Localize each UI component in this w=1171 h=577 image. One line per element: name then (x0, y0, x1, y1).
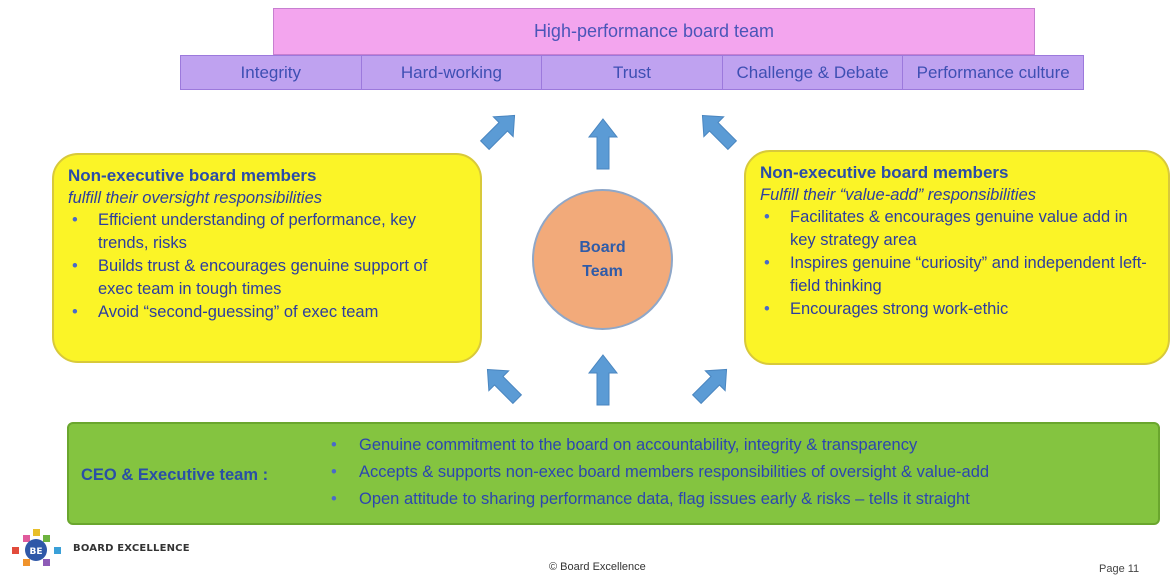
arrow-up-right-icon (479, 114, 516, 151)
arrow-up-left-icon (701, 114, 738, 151)
board-excellence-logo: BE (12, 529, 61, 566)
ceo-label: CEO & Executive team : (81, 466, 269, 484)
oversight-box-subtitle: fulfill their oversight responsibilities (68, 189, 323, 207)
list-item: Inspires genuine “curiosity” and indepen… (760, 252, 1154, 298)
list-item: Accepts & supports non-exec board member… (327, 459, 989, 486)
value-performance-culture: Performance culture (916, 63, 1070, 82)
value-challenge-debate: Challenge & Debate (723, 56, 904, 89)
ceo-list: Genuine commitment to the board on accou… (327, 432, 989, 513)
footer-copyright: © Board Excellence (549, 561, 646, 573)
circle-label-line1: Board (579, 238, 626, 256)
ceo-executive-box: CEO & Executive team : Genuine commitmen… (67, 422, 1160, 525)
value-hard-working: Hard-working (362, 56, 543, 89)
value-integrity: Integrity (181, 56, 362, 89)
list-item: Efficient understanding of performance, … (68, 209, 466, 255)
list-item: Genuine commitment to the board on accou… (327, 432, 989, 459)
oversight-list: Efficient understanding of performance, … (68, 209, 466, 324)
oversight-box-title: Non-executive board members (68, 166, 317, 185)
list-item: Avoid “second-guessing” of exec team (68, 301, 466, 324)
list-item: Facilitates & encourages genuine value a… (760, 206, 1154, 252)
values-row: Integrity Hard-working Trust Challenge &… (180, 55, 1084, 90)
value-add-box: Non-executive board members Fulfill thei… (744, 150, 1170, 365)
high-performance-banner: High-performance board team (273, 8, 1035, 55)
arrow-up-icon (587, 354, 619, 406)
circle-label-line2: Team (582, 262, 623, 280)
list-item: Open attitude to sharing performance dat… (327, 486, 989, 513)
arrow-up-right-icon (691, 368, 728, 405)
list-item: Builds trust & encourages genuine suppor… (68, 255, 466, 301)
value-add-box-subtitle: Fulfill their “value-add” responsibiliti… (760, 186, 1037, 204)
value-add-box-title: Non-executive board members (760, 163, 1009, 182)
board-team-circle: Board Team (532, 189, 673, 330)
logo-initials: BE (29, 547, 42, 557)
arrow-up-left-icon (486, 368, 523, 405)
logo-text: BOARD EXCELLENCE (73, 543, 190, 554)
arrow-up-icon (587, 118, 619, 170)
page-number: Page 11 (1099, 563, 1140, 575)
value-trust: Trust (542, 56, 723, 89)
value-add-list: Facilitates & encourages genuine value a… (760, 206, 1154, 321)
list-item: Encourages strong work-ethic (760, 298, 1154, 321)
oversight-box: Non-executive board members fulfill thei… (52, 153, 482, 363)
